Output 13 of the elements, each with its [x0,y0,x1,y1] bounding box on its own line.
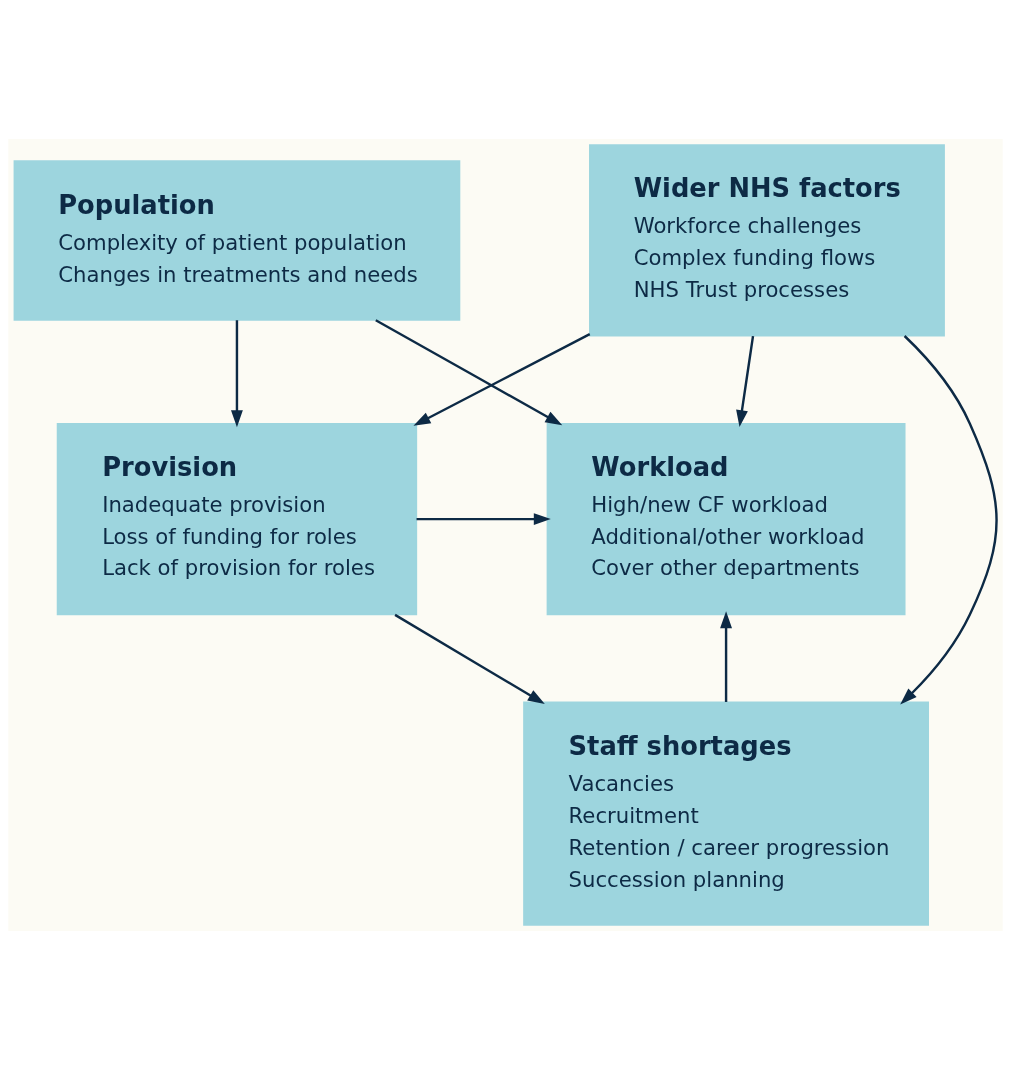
node-box: Staff shortages Vacancies Recruitment Retention / career progression Succession planning [523,701,929,926]
arrow [416,513,551,526]
arrow [394,613,545,705]
arrow [720,611,733,702]
arrow [231,320,243,428]
node-box: Wider NHS factors Workforce challenges Complex funding flows NHS Trust processes [589,144,945,337]
node-box: Provision Inadequate provision Loss of funding for roles Lack of provision for roles [56,422,418,616]
node-box: Population Complexity of patient population Changes in treatments and needs [13,160,461,321]
arrow [413,333,591,426]
arrow [900,335,998,705]
arrow [375,319,563,426]
node-box: Workload High/new CF workload Additional/other workload Cover other departments [546,422,906,616]
arrow [736,335,755,428]
